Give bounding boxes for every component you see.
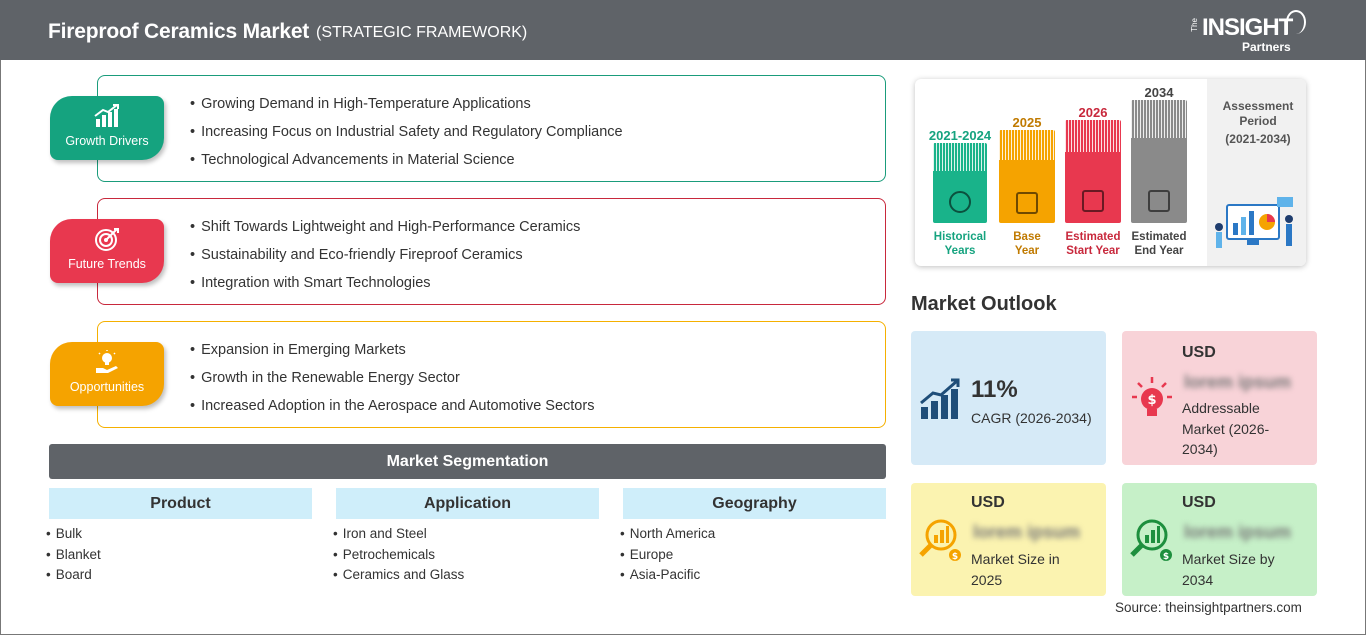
list-item: Growth in the Renewable Energy Sector	[190, 370, 594, 398]
timeline-label-start: Estimated Start Year	[1065, 231, 1121, 257]
list-item: Technological Advancements in Material S…	[190, 152, 623, 180]
svg-text:$: $	[1163, 552, 1169, 562]
growth-drivers-tag: Growth Drivers	[50, 96, 164, 160]
list-item: Blanket	[46, 547, 101, 568]
analytics-dashboard-icon	[1215, 197, 1293, 248]
list-item: Petrochemicals	[333, 547, 464, 568]
market-size-2025-value-blurred: lorem ipsum	[973, 522, 1081, 542]
addressable-currency: USD	[1182, 344, 1216, 361]
idea-dollar-icon: $	[1132, 377, 1172, 416]
market-size-2034-card: $ USD lorem ipsum Market Size by 2034	[1122, 483, 1317, 596]
bar-growth-icon	[920, 378, 960, 419]
presentation-icon	[1148, 190, 1170, 212]
addressable-value-blurred: lorem ipsum	[1184, 372, 1292, 392]
list-item: Asia-Pacific	[620, 567, 715, 588]
addressable-label: Addressable Market (2026-2034)	[1182, 400, 1270, 457]
market-outlook-title: Market Outlook	[911, 293, 1057, 315]
timeline-bar-end	[1131, 100, 1187, 223]
list-item: Shift Towards Lightweight and High-Perfo…	[190, 219, 580, 247]
target-icon	[95, 228, 119, 251]
list-item: Growing Demand in High-Temperature Appli…	[190, 96, 623, 124]
market-size-2034-currency: USD	[1182, 494, 1216, 511]
cagr-card: 11% CAGR (2026-2034)	[911, 331, 1106, 465]
svg-text:$: $	[1147, 393, 1156, 408]
list-item: Integration with Smart Technologies	[190, 275, 580, 303]
growth-drivers-list: Growing Demand in High-Temperature Appli…	[190, 96, 623, 180]
market-size-2034-label: Market Size by 2034	[1182, 551, 1275, 588]
segment-application-header: Application	[336, 488, 599, 519]
assessment-title: Assessment Period	[1222, 99, 1294, 128]
cagr-label: CAGR (2026-2034)	[971, 410, 1092, 426]
list-item: Bulk	[46, 526, 101, 547]
logo-the: The	[1190, 18, 1199, 32]
future-trends-label: Future Trends	[68, 257, 146, 271]
market-size-2025-currency: USD	[971, 494, 1005, 511]
timeline-year-historical: 2021-2024	[928, 128, 992, 143]
list-item: Expansion in Emerging Markets	[190, 342, 594, 370]
opportunities-box: Expansion in Emerging Markets Growth in …	[97, 321, 886, 428]
list-item: Increasing Focus on Industrial Safety an…	[190, 124, 623, 152]
page-subtitle: (STRATEGIC FRAMEWORK)	[316, 24, 528, 41]
list-item: Sustainability and Eco-friendly Fireproo…	[190, 247, 580, 275]
segment-product-list: Bulk Blanket Board	[46, 526, 101, 588]
opportunities-label: Opportunities	[69, 380, 145, 394]
magnifier-chart-icon: $	[919, 519, 961, 562]
timeline-label-historical: Historical Years	[933, 231, 987, 257]
timeline-label-end: Estimated End Year	[1131, 231, 1187, 257]
list-item: Increased Adoption in the Aerospace and …	[190, 398, 594, 426]
source-credit[interactable]: Source: theinsightpartners.com	[1115, 600, 1302, 615]
growth-drivers-label: Growth Drivers	[65, 134, 149, 148]
logo-insight: INSIGHT	[1202, 14, 1293, 41]
opportunities-list: Expansion in Emerging Markets Growth in …	[190, 342, 594, 426]
timeline-bar-base	[999, 130, 1055, 223]
forecast-icon	[1082, 190, 1104, 212]
calendar-icon	[1016, 192, 1038, 214]
list-item: North America	[620, 526, 716, 547]
market-size-2034-value-blurred: lorem ipsum	[1184, 522, 1292, 542]
timeline-label-base: Base Year	[1013, 231, 1041, 257]
svg-text:$: $	[952, 552, 958, 562]
history-icon	[949, 191, 971, 213]
magnifier-chart-icon: $	[1130, 519, 1172, 562]
timeline-year-base: 2025	[1012, 115, 1042, 130]
timeline-card: 2021-2024 Historical Years 2025 Base Yea…	[915, 79, 1306, 266]
market-size-2025-card: $ USD lorem ipsum Market Size in 2025	[911, 483, 1106, 596]
lightbulb-hand-icon	[96, 350, 118, 373]
market-segmentation-header: Market Segmentation	[49, 444, 886, 479]
insight-partners-logo[interactable]: The INSIGHT Partners	[1190, 10, 1310, 54]
timeline-bar-start	[1065, 120, 1121, 223]
list-item: Ceramics and Glass	[333, 567, 465, 588]
list-item: Europe	[620, 547, 715, 568]
timeline-bar-historical	[933, 143, 987, 223]
list-item: Iron and Steel	[333, 526, 464, 547]
future-trends-list: Shift Towards Lightweight and High-Perfo…	[190, 219, 580, 303]
page-title: Fireproof Ceramics Market	[48, 20, 310, 43]
timeline-year-end: 2034	[1144, 85, 1174, 100]
logo-partners: Partners	[1242, 40, 1291, 54]
growth-chart-icon	[94, 104, 119, 127]
segment-application-list: Iron and Steel Petrochemicals Ceramics a…	[333, 526, 465, 588]
opportunities-tag: Opportunities	[50, 342, 164, 406]
growth-drivers-box: Growing Demand in High-Temperature Appli…	[97, 75, 886, 182]
cagr-value: 11%	[971, 376, 1018, 403]
addressable-market-card: $ USD lorem ipsum Addressable Market (20…	[1122, 331, 1317, 465]
segment-product-header: Product	[49, 488, 312, 519]
assessment-period: (2021-2034)	[1225, 132, 1291, 146]
segment-geography-header: Geography	[623, 488, 886, 519]
market-size-2025-label: Market Size in 2025	[971, 551, 1060, 588]
header-bar: Fireproof Ceramics Market (STRATEGIC FRA…	[0, 0, 1366, 60]
timeline-year-start: 2026	[1078, 105, 1108, 120]
future-trends-tag: Future Trends	[50, 219, 164, 283]
list-item: Board	[46, 567, 101, 588]
future-trends-box: Shift Towards Lightweight and High-Perfo…	[97, 198, 886, 305]
segment-geography-list: North America Europe Asia-Pacific	[620, 526, 716, 588]
logo-arc-icon	[1286, 10, 1306, 34]
